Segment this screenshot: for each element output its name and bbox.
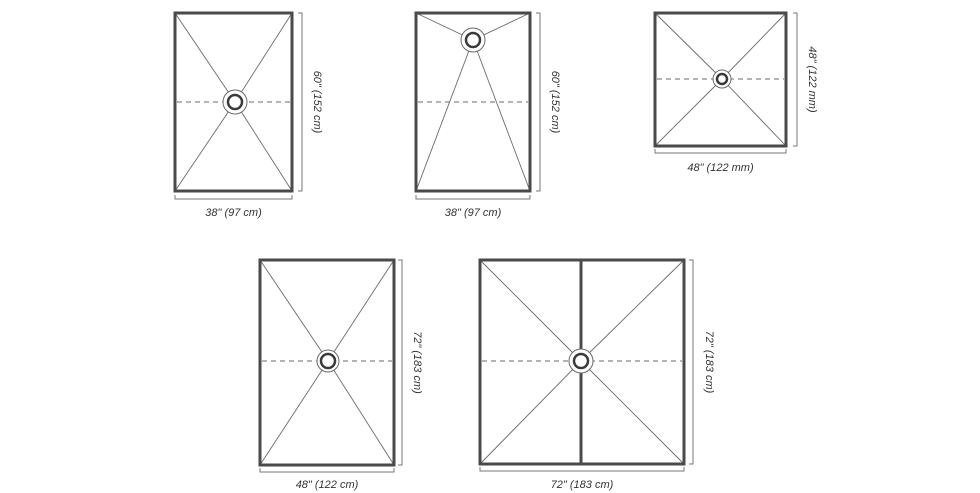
- height-dimension-line: [398, 259, 403, 466]
- width-dimension-line: [415, 195, 531, 200]
- shower-pan-rect-center-drain-large: 72" (183 cm) 48" (122 cm): [258, 258, 423, 491]
- width-label: 38" (97 cm): [445, 207, 502, 219]
- slope-line: [174, 101, 236, 192]
- slope-line: [580, 259, 685, 362]
- width-dimension-line: [259, 468, 395, 473]
- drain-icon: [464, 31, 482, 49]
- width-label: 38" (97 cm): [205, 207, 262, 219]
- drain-icon: [572, 352, 590, 370]
- pan-frame: [653, 11, 788, 148]
- slope-line: [654, 78, 723, 147]
- height-dimension-line: [298, 12, 303, 192]
- drain-icon: [715, 72, 729, 86]
- drain-icon: [226, 93, 244, 111]
- pan-frame: [258, 258, 396, 467]
- slope-line: [234, 101, 293, 192]
- shower-pan-rect-center-drain: 60" (152 cm) 38" (97 cm): [173, 11, 323, 219]
- slope-line: [721, 78, 787, 147]
- width-dimension-line: [654, 149, 787, 154]
- slope-line: [479, 360, 582, 465]
- height-label: 48" (122 mm): [806, 46, 818, 113]
- shower-pan-square-split-center-drain: 72" (183 cm) 72" (183 cm): [478, 258, 715, 491]
- slope-line: [259, 259, 329, 362]
- height-dimension-line: [689, 259, 694, 465]
- slope-line: [174, 12, 236, 103]
- height-label: 72" (183 cm): [703, 331, 715, 394]
- drain-icon: [319, 352, 337, 370]
- pan-frame: [414, 11, 532, 193]
- width-label: 72" (183 cm): [551, 479, 614, 491]
- slope-line: [654, 12, 723, 80]
- width-dimension-line: [479, 467, 685, 472]
- width-label: 48" (122 cm): [296, 479, 359, 491]
- height-label: 60" (152 cm): [549, 71, 561, 134]
- slope-line: [479, 259, 582, 362]
- height-dimension-line: [793, 12, 798, 147]
- slope-line: [327, 360, 395, 466]
- height-dimension-line: [536, 12, 541, 192]
- height-label: 72" (183 cm): [411, 331, 423, 394]
- pan-frame: [478, 258, 686, 466]
- shower-pan-rect-end-drain: 60" (152 cm) 38" (97 cm): [414, 11, 561, 219]
- width-dimension-line: [174, 195, 293, 200]
- width-label: 48" (122 mm): [687, 162, 754, 174]
- height-label: 60" (152 cm): [311, 71, 323, 134]
- pan-frame: [173, 11, 294, 193]
- slope-line: [472, 39, 531, 192]
- slope-line: [721, 12, 787, 80]
- shower-pan-square-center-drain: 48" (122 mm) 48" (122 mm): [653, 11, 818, 174]
- slope-line: [259, 360, 329, 466]
- slope-line: [415, 39, 474, 192]
- slope-line: [234, 12, 293, 103]
- slope-line: [327, 259, 395, 362]
- slope-line: [580, 360, 685, 465]
